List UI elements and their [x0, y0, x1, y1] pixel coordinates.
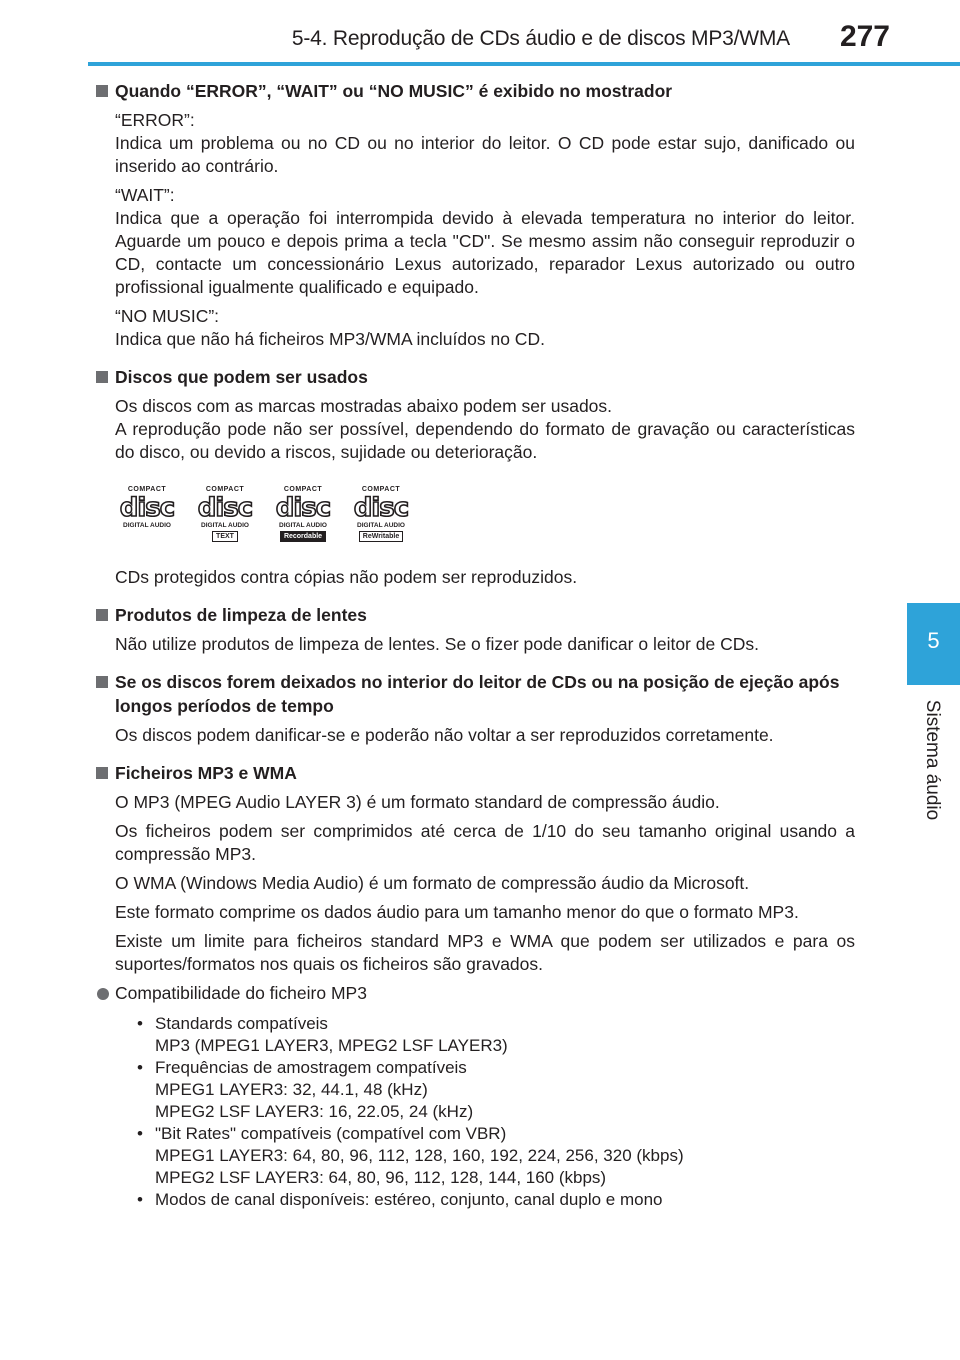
section-title: Discos que podem ser usados — [95, 365, 855, 389]
square-bullet-icon — [96, 676, 108, 688]
cd-text-logo: COMPACT disc DIGITAL AUDIO TEXT — [197, 486, 254, 542]
nomusic-text: Indica que não há ficheiros MP3/WMA incl… — [115, 329, 545, 349]
discs-line2: A reprodução pode não ser possível, depe… — [115, 419, 855, 462]
section-title: Quando “ERROR”, “WAIT” ou “NO MUSIC” é e… — [95, 79, 855, 103]
section-title: Se os discos forem deixados no interior … — [95, 670, 855, 718]
error-label: “ERROR”: — [115, 110, 195, 130]
cd-rewritable-logo: COMPACT disc DIGITAL AUDIO ReWritable — [353, 486, 410, 542]
mp3wma-p3: O WMA (Windows Media Audio) é um formato… — [115, 873, 750, 893]
section-discs-left-inside: Se os discos forem deixados no interior … — [95, 670, 855, 747]
section-error-messages: Quando “ERROR”, “WAIT” ou “NO MUSIC” é e… — [95, 79, 855, 351]
mp3wma-p4: Este formato comprime os dados áudio par… — [115, 902, 799, 922]
mp3wma-p5: Existe um limite para ficheiros standard… — [115, 931, 855, 974]
section-title: Ficheiros MP3 e WMA — [95, 761, 855, 785]
cd-recordable-logo: COMPACT disc DIGITAL AUDIO Recordable — [275, 486, 332, 542]
header-rule — [88, 62, 960, 66]
section-mp3-wma-files: Ficheiros MP3 e WMA O MP3 (MPEG Audio LA… — [95, 761, 855, 1211]
list-item: • Standards compatíveis MP3 (MPEG1 LAYER… — [137, 1014, 508, 1055]
mp3-compat-title: Compatibilidade do ficheiro MP3 — [95, 982, 855, 1005]
mp3-compat-list: • Standards compatíveis MP3 (MPEG1 LAYER… — [95, 1013, 855, 1211]
chapter-side-label: Sistema áudio — [922, 699, 943, 821]
discs-line1: Os discos com as marcas mostradas abaixo… — [115, 396, 613, 416]
chapter-tab: 5 — [907, 603, 960, 685]
section-title: Produtos de limpeza de lentes — [95, 603, 855, 627]
square-bullet-icon — [96, 371, 108, 383]
chapter-tab-number: 5 — [927, 628, 940, 653]
nomusic-label: “NO MUSIC”: — [115, 306, 220, 326]
disc-logos: COMPACT disc DIGITAL AUDIO COMPACT disc … — [115, 486, 855, 544]
page-content: Quando “ERROR”, “WAIT” ou “NO MUSIC” é e… — [95, 79, 855, 1211]
wait-label: “WAIT”: — [115, 185, 175, 205]
list-item: • Modos de canal disponíveis: estéreo, c… — [137, 1190, 663, 1209]
round-bullet-icon — [97, 988, 109, 1000]
left-discs-text: Os discos podem danificar-se e poderão n… — [115, 725, 774, 745]
chapter-title: 5-4. Reprodução de CDs áudio e de discos… — [291, 27, 790, 50]
section-usable-discs: Discos que podem ser usados Os discos co… — [95, 365, 855, 589]
mp3wma-p2: Os ficheiros podem ser comprimidos até c… — [115, 821, 855, 864]
cleaning-text: Não utilize produtos de limpeza de lente… — [115, 634, 759, 654]
square-bullet-icon — [96, 767, 108, 779]
error-text: Indica um problema ou no CD ou no interi… — [115, 133, 855, 176]
list-item: • "Bit Rates" compatíveis (compatível co… — [137, 1124, 684, 1187]
copy-protected-note: CDs protegidos contra cópias não podem s… — [115, 567, 578, 587]
mp3wma-p1: O MP3 (MPEG Audio LAYER 3) é um formato … — [115, 792, 720, 812]
list-item: • Frequências de amostragem compatíveis … — [137, 1058, 474, 1121]
square-bullet-icon — [96, 609, 108, 621]
section-lens-cleaners: Produtos de limpeza de lentes Não utiliz… — [95, 603, 855, 656]
square-bullet-icon — [96, 85, 108, 97]
page-number: 277 — [839, 20, 890, 53]
page-header: 5-4. Reprodução de CDs áudio e de discos… — [0, 0, 960, 66]
wait-text: Indica que a operação foi interrompida d… — [115, 208, 855, 297]
cd-digital-audio-logo: COMPACT disc DIGITAL AUDIO — [119, 486, 176, 529]
